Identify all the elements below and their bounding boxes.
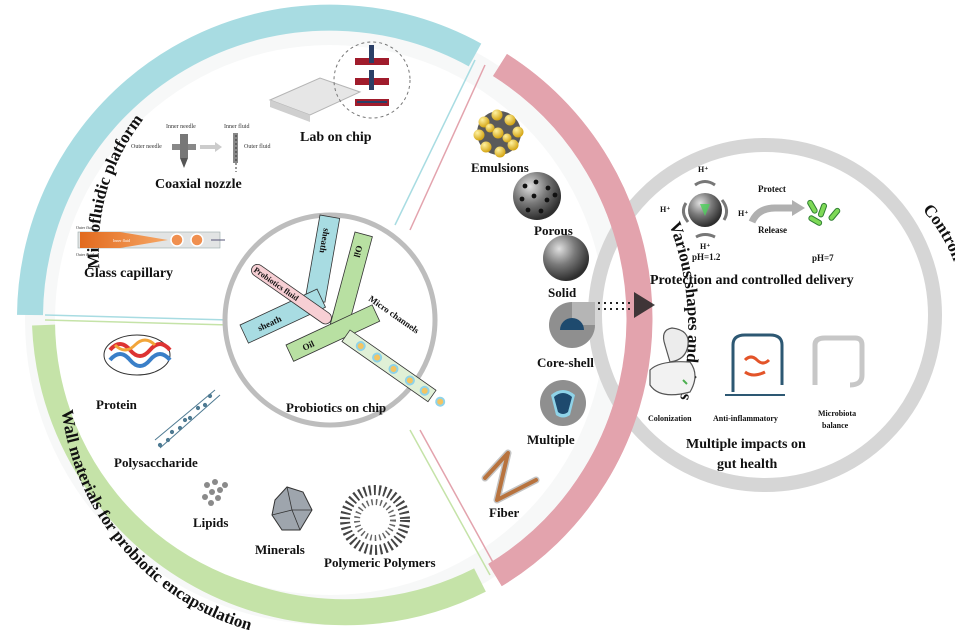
polymeric-polymers-icon xyxy=(340,485,410,555)
chip-zoom-circle xyxy=(333,41,411,119)
needle-icon xyxy=(180,134,188,158)
polymeric-polymers-label: Polymeric Polymers xyxy=(324,555,436,570)
colonization-label: Colonization xyxy=(648,414,692,423)
wall-materials-ring xyxy=(32,324,486,626)
controlled-delivery-section xyxy=(488,54,942,587)
release-label: Release xyxy=(758,225,787,235)
dotted-arrow-icon xyxy=(598,292,655,318)
divider-line xyxy=(394,59,476,226)
glass-capillary-figure: Outer fluid Outer fluid Inner fluid xyxy=(76,225,225,257)
divider-line xyxy=(409,429,491,576)
bacteria-icon xyxy=(807,199,841,226)
divider-line xyxy=(419,429,501,576)
outer-fluid-bottom-label: Outer fluid xyxy=(76,252,94,257)
divider-line xyxy=(409,64,486,231)
emulsions-label: Emulsions xyxy=(471,160,529,175)
h-plus-right: H⁺ xyxy=(738,209,748,218)
arrow-icon xyxy=(200,142,222,152)
microbiota-label-line2: balance xyxy=(822,421,849,430)
polysaccharide-icon xyxy=(154,389,221,449)
divider-line xyxy=(44,319,231,326)
porous-icon xyxy=(513,172,561,220)
sheath-top-label: sheath xyxy=(318,228,332,254)
anti-inflammatory-label: Anti-inflammatory xyxy=(713,414,778,423)
fiber-label: Fiber xyxy=(489,505,520,520)
solid-label: Solid xyxy=(548,285,577,300)
impacts-title-line1: Multiple impacts on xyxy=(686,437,806,452)
colon-healthy-icon xyxy=(812,335,865,388)
protein-label: Protein xyxy=(96,397,138,412)
protection-title: Protection and controlled delivery xyxy=(650,273,854,288)
outer-fluid-top-label: Outer fluid xyxy=(76,225,94,230)
oil-top-label: Oil xyxy=(352,244,365,259)
emulsions-icon xyxy=(473,109,524,158)
microbiota-label-line1: Microbiota xyxy=(818,409,856,418)
ph-neutral-label: pH=7 xyxy=(812,253,834,263)
divider-line xyxy=(44,314,231,321)
stomach-icon xyxy=(649,327,696,396)
protect-label: Protect xyxy=(758,184,786,194)
minerals-icon xyxy=(271,486,313,531)
h-plus-left: H⁺ xyxy=(660,205,670,214)
probiotics-on-chip-label: Probiotics on chip xyxy=(286,400,386,415)
polysaccharide-label: Polysaccharide xyxy=(114,455,198,470)
lab-on-chip-figure xyxy=(268,41,411,122)
core-shell-icon xyxy=(549,302,595,348)
outer-fluid-label: Outer fluid xyxy=(244,143,271,150)
intestine-inflamed-icon xyxy=(725,333,785,396)
microfluidic-ring xyxy=(17,4,482,316)
oil-bottom-label: Oil xyxy=(301,338,317,352)
inner-fluid-label: Inner fluid xyxy=(113,238,130,243)
coaxial-nozzle-figure: Inner needle Outer needle Inner fluid Ou… xyxy=(131,123,271,172)
multiple-label: Multiple xyxy=(527,432,575,447)
h-plus-top: H⁺ xyxy=(698,165,708,174)
protection-figure: H⁺ H⁺ H⁺ H⁺ pH=1.2 Protect Release pH=7 xyxy=(660,165,841,263)
probiotics-on-chip-panel: sheath sheath Oil Oil Pr xyxy=(222,212,446,428)
h-plus-bottom: H⁺ xyxy=(700,242,710,251)
minerals-label: Minerals xyxy=(255,542,305,557)
outer-needle-label: Outer needle xyxy=(131,144,162,150)
ph-acid-label: pH=1.2 xyxy=(692,252,721,262)
lipids-icon xyxy=(202,479,228,506)
lab-on-chip-label: Lab on chip xyxy=(300,130,372,145)
protein-icon xyxy=(103,334,172,376)
solid-icon xyxy=(543,235,589,281)
multiple-icon xyxy=(540,380,586,426)
impacts-title-line2: gut health xyxy=(717,457,778,472)
fiber-icon xyxy=(481,449,540,504)
glass-capillary-label: Glass capillary xyxy=(84,266,173,281)
core-shell-label: Core-shell xyxy=(537,355,594,370)
lipids-label: Lipids xyxy=(193,515,228,530)
porous-label: Porous xyxy=(534,223,573,238)
inner-needle-label: Inner needle xyxy=(166,124,196,130)
coaxial-nozzle-label: Coaxial nozzle xyxy=(155,177,242,192)
inner-fluid-label: Inner fluid xyxy=(224,123,250,130)
